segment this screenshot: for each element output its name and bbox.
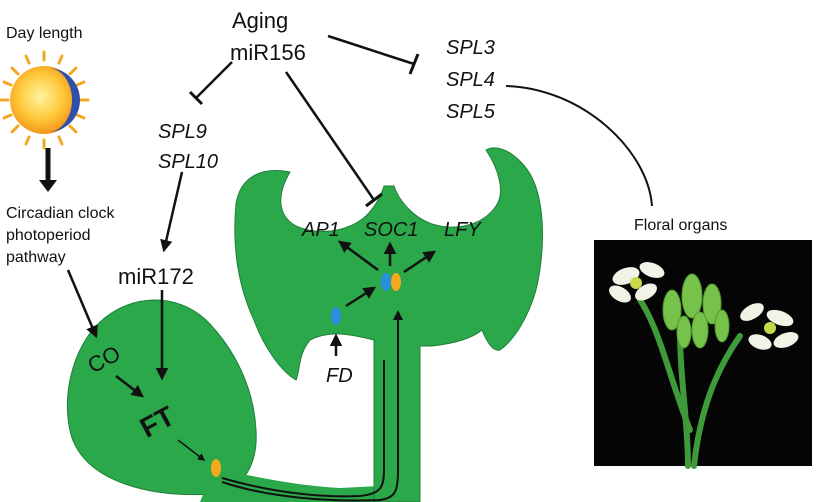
ft-transport-line <box>221 360 385 498</box>
arrow-ft-dot <box>177 439 206 461</box>
fd-protein-dot <box>331 307 341 325</box>
label-spl5: SPL5 <box>446 101 496 123</box>
label-soc1: SOC1 <box>364 219 418 241</box>
label-spl9: SPL9 <box>158 121 207 143</box>
label-spl4: SPL4 <box>446 69 495 91</box>
label-aging: Aging <box>232 8 288 33</box>
ft-protein-dot <box>211 459 221 477</box>
arrow-dot-complex <box>345 286 377 308</box>
complex-orange-dot <box>391 273 401 291</box>
label-spl10: SPL10 <box>158 151 218 173</box>
label-mir156: miR156 <box>230 40 306 65</box>
inhibit-mir156-spl910 <box>195 61 233 99</box>
label-lfy: LFY <box>444 219 482 241</box>
inhibit-mir156-soc1 <box>284 71 376 201</box>
arrow-co-ft <box>115 375 144 398</box>
label-mir172: miR172 <box>118 264 194 289</box>
arrow-spl910-mir172 <box>160 171 184 253</box>
inhibit-mir156-spl345 <box>327 34 415 66</box>
label-day-length: Day length <box>6 25 83 42</box>
curve-spl345-floral <box>505 85 653 207</box>
arrow-complex-ap1 <box>337 240 379 272</box>
arrow-complex-lfy <box>403 250 437 274</box>
label-floral-organs: Floral organs <box>634 217 727 234</box>
label-fd: FD <box>326 365 353 387</box>
label-circadian-1: Circadian clock <box>6 205 115 222</box>
label-circadian-2: photoperiod <box>6 227 91 244</box>
ft-transport-line-2 <box>221 310 403 502</box>
arrow-circadian-co <box>66 269 98 339</box>
label-spl3: SPL3 <box>446 37 495 59</box>
complex-blue-dot <box>381 273 391 291</box>
shoot-apex-shape <box>234 147 543 502</box>
label-circadian-3: pathway <box>6 249 66 266</box>
sun-moon-icon <box>0 50 90 150</box>
label-ap1: AP1 <box>301 219 340 241</box>
floral-organs-photo <box>594 240 812 469</box>
